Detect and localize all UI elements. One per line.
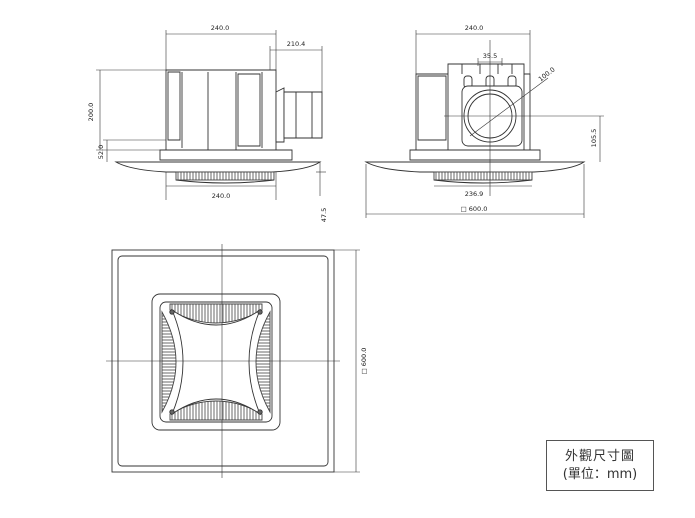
plan-view-grille-left bbox=[161, 310, 177, 414]
side-view bbox=[96, 30, 326, 200]
side-duct-offset-label: 210.4 bbox=[287, 40, 306, 48]
front-view-panel bbox=[364, 161, 586, 173]
legend-unit: (單位：mm) bbox=[562, 466, 638, 482]
plan-view-center-plate bbox=[170, 308, 262, 416]
front-duct-flange-label: 35.5 bbox=[483, 52, 497, 60]
plan-view-dimension-labels: □ 600.0 bbox=[360, 348, 368, 375]
side-panel-depth-label: 47.5 bbox=[320, 208, 328, 222]
legend-box: 外觀尺寸圖 (單位：mm) bbox=[546, 440, 654, 491]
side-view-duct bbox=[275, 87, 285, 143]
side-view-panel bbox=[114, 161, 322, 173]
front-grille-width-label: 236.9 bbox=[465, 190, 484, 198]
legend-title: 外觀尺寸圖 bbox=[564, 448, 635, 464]
side-view-body bbox=[165, 69, 277, 151]
side-width-top-label: 240.0 bbox=[211, 24, 230, 32]
front-duct-diameter-label: 100.0 bbox=[537, 66, 557, 84]
side-flange-height-label: 52.0 bbox=[97, 145, 105, 159]
front-duct-center-height-label: 105.5 bbox=[590, 129, 598, 148]
plan-view bbox=[106, 244, 360, 478]
front-width-top-label: 240.0 bbox=[465, 24, 484, 32]
side-width-bottom-label: 240.0 bbox=[212, 192, 231, 200]
side-height-label: 200.0 bbox=[87, 103, 95, 122]
plan-view-grille-right bbox=[255, 310, 271, 414]
plan-panel-size-label: □ 600.0 bbox=[360, 348, 368, 375]
side-view-dimension-labels: 240.0 210.4 200.0 52.0 240.0 47.5 bbox=[87, 24, 328, 222]
front-panel-width-label: □ 600.0 bbox=[461, 205, 488, 213]
front-view bbox=[364, 30, 604, 218]
side-view-flange bbox=[159, 149, 293, 161]
